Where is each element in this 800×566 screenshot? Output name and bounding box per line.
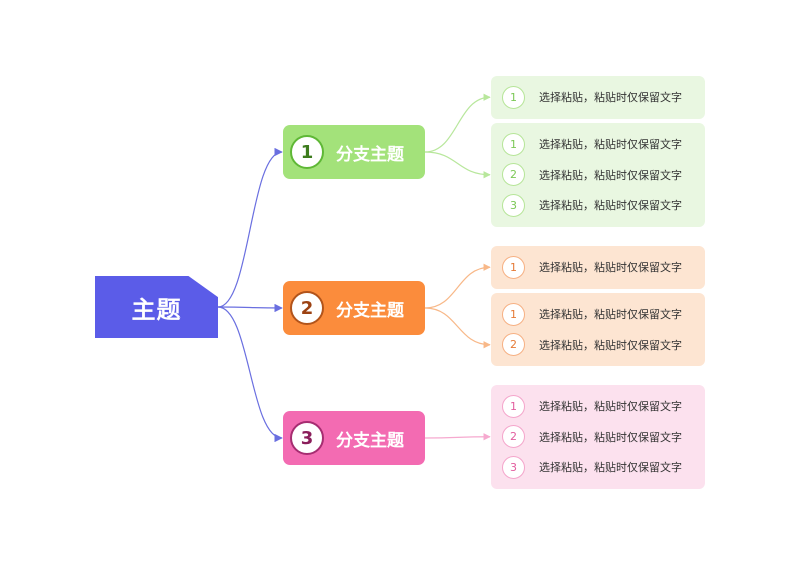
branch-to-subtopic-connector	[424, 433, 491, 441]
root-to-branch-connector	[217, 147, 283, 308]
subtopic-item[interactable]: 3 选择粘贴，粘贴时仅保留文字	[491, 190, 705, 221]
subtopic-item[interactable]: 3 选择粘贴，粘贴时仅保留文字	[491, 452, 705, 483]
subtopic-group: 1 选择粘贴，粘贴时仅保留文字 2 选择粘贴，粘贴时仅保留文字 3 选择粘贴，粘…	[491, 123, 705, 227]
branch-topic-label: 分支主题	[336, 144, 404, 165]
subtopic-item[interactable]: 1 选择粘贴，粘贴时仅保留文字	[491, 129, 705, 160]
branch-to-subtopic-connector	[424, 263, 491, 309]
branch-number-badge: 1	[290, 135, 324, 169]
branch-to-subtopic-connector	[424, 93, 491, 153]
branch-topic-3[interactable]: 3 分支主题	[283, 411, 425, 465]
branch-topic-label: 分支主题	[336, 430, 404, 451]
subtopic-number-badge: 1	[502, 132, 525, 156]
subtopic-number-badge: 3	[502, 193, 525, 217]
branch-to-subtopic-connector	[424, 307, 491, 349]
subtopic-item[interactable]: 1 选择粘贴，粘贴时仅保留文字	[491, 299, 705, 330]
subtopic-number-badge: 3	[502, 455, 525, 479]
subtopic-text: 选择粘贴，粘贴时仅保留文字	[539, 168, 682, 182]
subtopic-item[interactable]: 2 选择粘贴，粘贴时仅保留文字	[491, 330, 705, 361]
central-topic-label: 主题	[131, 295, 182, 324]
branch-topic-label: 分支主题	[336, 300, 404, 321]
subtopic-item[interactable]: 2 选择粘贴，粘贴时仅保留文字	[491, 160, 705, 191]
subtopic-number-badge: 2	[502, 163, 525, 187]
subtopic-text: 选择粘贴，粘贴时仅保留文字	[539, 338, 682, 352]
branch-number-badge: 3	[290, 421, 324, 455]
subtopic-text: 选择粘贴，粘贴时仅保留文字	[539, 261, 682, 275]
subtopic-number-badge: 2	[502, 425, 525, 449]
branch-topic-1[interactable]: 1 分支主题	[283, 125, 425, 179]
subtopic-item[interactable]: 2 选择粘贴，粘贴时仅保留文字	[491, 422, 705, 453]
subtopic-text: 选择粘贴，粘贴时仅保留文字	[539, 308, 682, 322]
branch-topic-2[interactable]: 2 分支主题	[283, 281, 425, 335]
subtopic-group: 1 选择粘贴，粘贴时仅保留文字	[491, 76, 705, 119]
branch-number-badge: 2	[290, 291, 324, 325]
subtopic-item[interactable]: 1 选择粘贴，粘贴时仅保留文字	[491, 82, 705, 113]
subtopic-item[interactable]: 1 选择粘贴，粘贴时仅保留文字	[491, 391, 705, 422]
subtopic-group: 1 选择粘贴，粘贴时仅保留文字	[491, 246, 705, 289]
subtopic-text: 选择粘贴，粘贴时仅保留文字	[539, 199, 682, 213]
root-to-branch-connector	[217, 303, 283, 313]
subtopic-group: 1 选择粘贴，粘贴时仅保留文字 2 选择粘贴，粘贴时仅保留文字 3 选择粘贴，粘…	[491, 385, 705, 489]
subtopic-item[interactable]: 1 选择粘贴，粘贴时仅保留文字	[491, 252, 705, 283]
subtopic-text: 选择粘贴，粘贴时仅保留文字	[539, 400, 682, 414]
root-to-branch-connector	[217, 306, 283, 443]
subtopic-number-badge: 1	[502, 394, 525, 418]
subtopic-text: 选择粘贴，粘贴时仅保留文字	[539, 91, 682, 105]
subtopic-text: 选择粘贴，粘贴时仅保留文字	[539, 430, 682, 444]
subtopic-text: 选择粘贴，粘贴时仅保留文字	[539, 138, 682, 152]
subtopic-number-badge: 1	[502, 85, 525, 109]
subtopic-group: 1 选择粘贴，粘贴时仅保留文字 2 选择粘贴，粘贴时仅保留文字	[491, 293, 705, 366]
subtopic-number-badge: 1	[502, 255, 525, 279]
central-topic[interactable]: 主题	[95, 276, 218, 338]
branch-to-subtopic-connector	[424, 151, 491, 179]
subtopic-text: 选择粘贴，粘贴时仅保留文字	[539, 461, 682, 475]
subtopic-number-badge: 2	[502, 333, 525, 357]
subtopic-number-badge: 1	[502, 302, 525, 326]
